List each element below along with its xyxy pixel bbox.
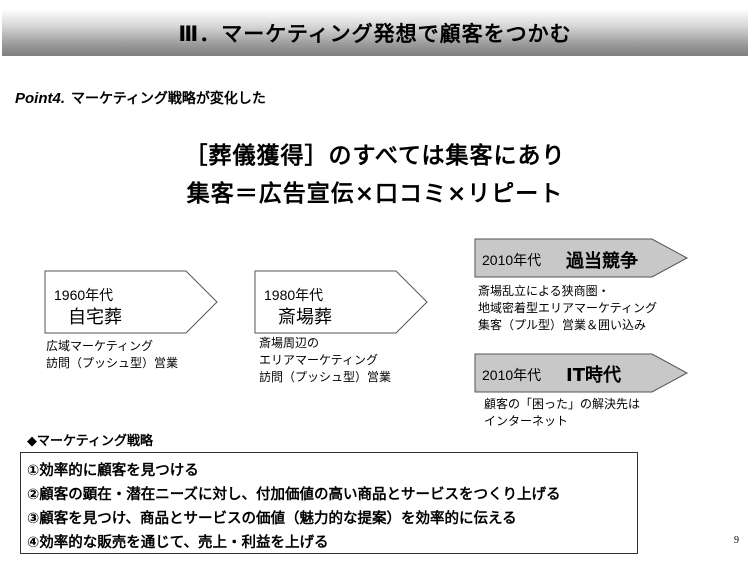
desc-line: 集客（プル型）営業＆囲い込み [478,318,647,332]
point-heading: Point4. マーケティング戦略が変化した [15,88,266,108]
era-1960-desc: 広域マーケティング 訪問（プッシュ型）営業 [46,338,178,372]
arrow-1960 [44,270,218,334]
point-label: Point4. [15,90,66,107]
strategy-item: ①効率的に顧客を見つける [27,463,199,479]
desc-line: 地域密着型エリアマーケティング [478,301,658,315]
arrow-1980 [254,270,428,334]
desc-line: 訪問（プッシュ型）営業 [259,370,392,384]
era-2010b-name: IT時代 [566,365,621,386]
era-2010b-year: 2010年代 [482,367,542,383]
desc-line: インターネット [484,414,569,428]
strategy-item: ③顧客を見つけ、商品とサービスの価値（魅力的な提案）を効率的に伝える [27,511,517,527]
title-bar: Ⅲ．マーケティング発想で顧客をつかむ [2,10,748,56]
strategy-list: ①効率的に顧客を見つける ②顧客の顕在・潜在ニーズに対し、付加価値の高い商品とサ… [20,452,638,554]
era-1980-desc: 斎場周辺の エリアマーケティング 訪問（プッシュ型）営業 [259,335,391,386]
era-2010a-name: 過当競争 [566,251,638,272]
era-1980-year: 1980年代 [264,287,324,303]
page-number: 9 [734,535,739,546]
desc-line: 斎場周辺の [259,336,320,350]
desc-line: 広域マーケティング [46,339,154,353]
headline-1: ［葬儀獲得］のすべては集客にあり [184,143,566,169]
headline-2: 集客＝広告宣伝×口コミ×リピート [186,181,564,207]
strategy-item: ②顧客の顕在・潜在ニーズに対し、付加価値の高い商品とサービスをつくり上げる [27,487,561,503]
strategy-heading: ◆マーケティング戦略 [27,434,153,449]
slide-title: Ⅲ．マーケティング発想で顧客をつかむ [178,22,572,46]
era-2010a-year: 2010年代 [482,252,542,268]
strategy-item: ④効率的な販売を通じて、売上・利益を上げる [27,535,329,551]
era-2010a-desc: 斎場乱立による狭商圏・ 地域密着型エリアマーケティング 集客（プル型）営業＆囲い… [478,283,657,334]
point-text: マーケティング戦略が変化した [71,91,266,107]
desc-line: 顧客の「困った」の解決先は [484,397,641,411]
era-1980-name: 斎場葬 [278,307,332,328]
desc-line: エリアマーケティング [259,353,379,367]
desc-line: 訪問（プッシュ型）営業 [46,356,179,370]
era-1960-year: 1960年代 [54,287,114,303]
arrow-2010-it [474,353,689,393]
era-2010b-desc: 顧客の「困った」の解決先は インターネット [484,396,640,430]
desc-line: 斎場乱立による狭商圏・ [478,284,610,298]
era-1960-name: 自宅葬 [68,307,122,328]
arrow-2010-competition [474,238,689,278]
